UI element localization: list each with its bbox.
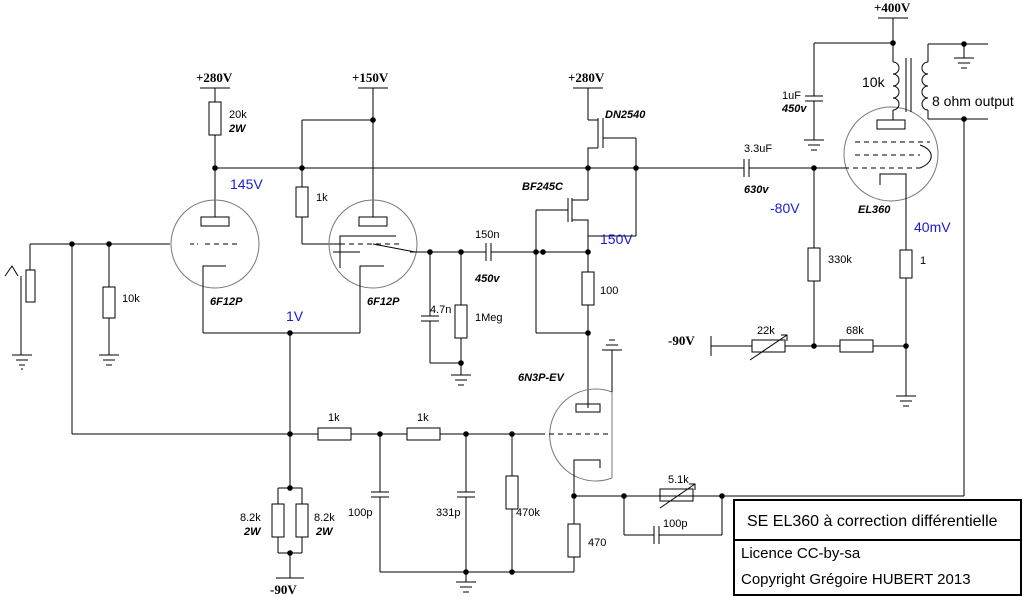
- resistor-8k2-a: [271, 503, 285, 538]
- label-100p: 100p: [348, 507, 372, 519]
- label-20k: 20k: [229, 109, 247, 121]
- voltage-neg80: -80V: [770, 200, 800, 216]
- resistor-8k2-b: [295, 503, 309, 538]
- label-20k-w: 2W: [228, 123, 247, 135]
- resistor-1meg: [454, 304, 468, 339]
- resistor-330k: [807, 247, 821, 282]
- label-1meg: 1Meg: [475, 312, 503, 324]
- capacitor-1u: [805, 95, 823, 102]
- label-5k1: 5.1k: [668, 474, 689, 486]
- label-1u: 1uF: [782, 90, 801, 102]
- label-68k: 68k: [846, 325, 864, 337]
- tube2-label: 6F12P: [367, 296, 400, 308]
- label-xfmr-10k: 10k: [862, 74, 886, 90]
- label-1k-b: 1k: [417, 412, 429, 424]
- capacitor-100p-fb: [653, 526, 660, 544]
- rail-400: +400V: [874, 0, 911, 15]
- rail-150: +150V: [352, 70, 389, 85]
- ground-icon: [451, 374, 471, 386]
- resistor-10k: [102, 286, 116, 319]
- copyright-text: Copyright Grégoire HUBERT 2013: [741, 571, 971, 588]
- tube-6f12p-2: [328, 199, 418, 289]
- potentiometer-22k: [749, 334, 788, 361]
- potentiometer-5k1: [659, 483, 696, 509]
- resistor-1k-screen: [295, 186, 309, 218]
- label-10k: 10k: [122, 293, 140, 305]
- label-150n: 150n: [475, 229, 499, 241]
- capacitor-150n: [485, 243, 492, 261]
- label-1: 1: [920, 255, 926, 267]
- tube-6n3p-ev: [540, 388, 613, 482]
- ground-icon: [896, 395, 916, 407]
- label-470: 470: [588, 537, 606, 549]
- label-8-ohm: 8 ohm output: [932, 93, 1014, 109]
- ground-icon: [954, 57, 974, 69]
- resistor-470: [567, 523, 581, 558]
- label-3u3: 3.3uF: [744, 143, 772, 155]
- label-8k2-a-w: 2W: [243, 526, 262, 538]
- jfet-label: BF245C: [522, 181, 564, 193]
- label-1k-a: 1k: [328, 412, 340, 424]
- label-8k2-b: 8.2k: [314, 512, 335, 524]
- label-100: 100: [600, 285, 618, 297]
- capacitor-100p: [371, 491, 389, 498]
- label-3u3-v: 630v: [744, 184, 769, 196]
- capacitor-3u3: [743, 159, 750, 177]
- tube4-label: EL360: [858, 204, 891, 216]
- title-divider: [735, 539, 1020, 541]
- input-jack-icon: [4, 243, 170, 355]
- schematic-title: SE EL360 à correction différentielle: [747, 513, 998, 530]
- voltage-150v: 150V: [600, 231, 633, 247]
- label-1k-screen: 1k: [316, 192, 328, 204]
- label-4n7: 4.7n: [430, 304, 451, 316]
- label-8k2-b-w: 2W: [315, 526, 334, 538]
- resistor-470k: [505, 475, 519, 510]
- tube1-label: 6F12P: [210, 296, 243, 308]
- neg90-bottom: -90V: [270, 582, 297, 597]
- resistor-100: [581, 271, 595, 306]
- capacitor-331p: [457, 491, 475, 498]
- ground-icon: [456, 581, 476, 593]
- ground-icon: [804, 139, 824, 151]
- neg90-left: -90V: [668, 333, 695, 348]
- label-8k2-a: 8.2k: [240, 512, 261, 524]
- tube-el360: [843, 106, 939, 202]
- capacitor-4n7: [421, 315, 439, 322]
- rail-280-mid: +280V: [568, 70, 605, 85]
- label-150n-v: 450v: [474, 273, 500, 285]
- ground-icon: [12, 354, 32, 370]
- resistor-1: [899, 249, 913, 279]
- mosfet-label: DN2540: [605, 109, 646, 121]
- output-transformer: [892, 43, 988, 120]
- resistor-1k-b: [406, 427, 441, 441]
- voltage-40mv: 40mV: [914, 219, 951, 235]
- resistor-1k-a: [317, 427, 352, 441]
- label-22k: 22k: [757, 325, 775, 337]
- label-331p: 331p: [436, 507, 460, 519]
- title-block: SE EL360 à correction différentielle Lic…: [733, 499, 1022, 596]
- ground-icon: [99, 354, 119, 366]
- label-1u-v: 450v: [781, 103, 807, 115]
- voltage-145v: 145V: [230, 176, 263, 192]
- rail-280-left: +280V: [196, 70, 233, 85]
- resistor-68k: [839, 339, 874, 353]
- tube-6f12p-1: [170, 199, 260, 289]
- jfet-bf245c: [536, 168, 637, 252]
- label-470k: 470k: [516, 507, 540, 519]
- label-330k: 330k: [828, 254, 852, 266]
- voltage-1v: 1V: [286, 308, 304, 324]
- label-100p-fb: 100p: [663, 518, 687, 530]
- resistor-20k: [208, 101, 222, 136]
- license-text: Licence CC-by-sa: [741, 545, 861, 562]
- tube3-label: 6N3P-EV: [518, 372, 566, 384]
- ground-icon: [602, 339, 622, 351]
- mosfet-dn2540: [587, 118, 637, 168]
